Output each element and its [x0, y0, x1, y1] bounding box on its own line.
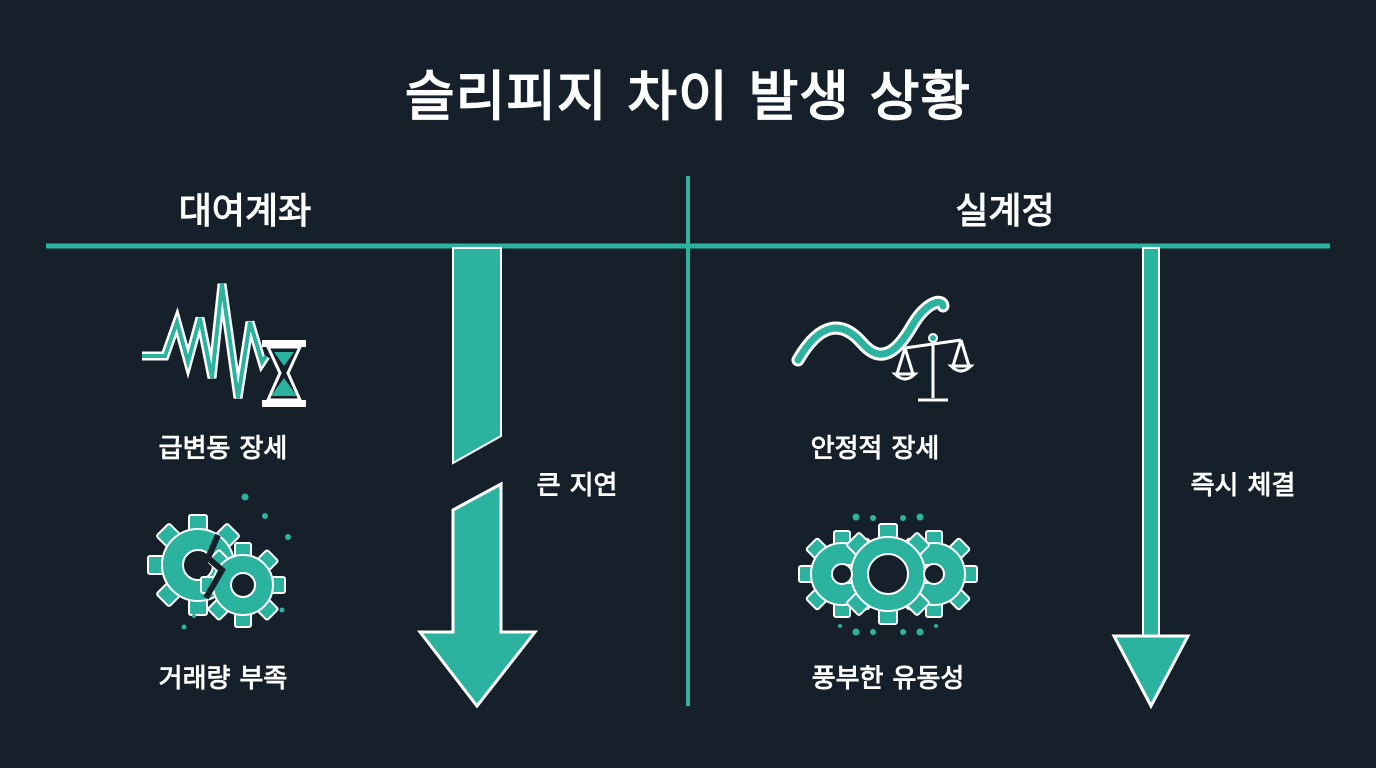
factor-label-low-volume: 거래량 부족	[158, 664, 288, 694]
volatile-chart-hourglass-icon	[142, 283, 306, 407]
broken-delay-arrow	[416, 247, 539, 709]
arrow-label-instant-execution: 즉시 체결	[1190, 471, 1296, 501]
page-title: 슬리피지 차이 발생 상황	[404, 65, 972, 128]
left-column-header: 대여계좌	[178, 191, 312, 232]
arrow-label-large-delay: 큰 지연	[536, 471, 618, 501]
factor-label-stable-market: 안정적 장세	[810, 434, 940, 464]
smooth-wave-scale-icon	[791, 295, 975, 402]
right-column-header: 실계정	[955, 191, 1055, 232]
instant-execution-arrow	[1111, 247, 1191, 710]
meshing-gears-icon	[798, 513, 978, 636]
factor-label-rich-liquidity: 풍부한 유동성	[811, 664, 965, 694]
factor-label-volatile-market: 급변동 장세	[158, 434, 288, 464]
broken-gears-icon	[147, 493, 291, 630]
